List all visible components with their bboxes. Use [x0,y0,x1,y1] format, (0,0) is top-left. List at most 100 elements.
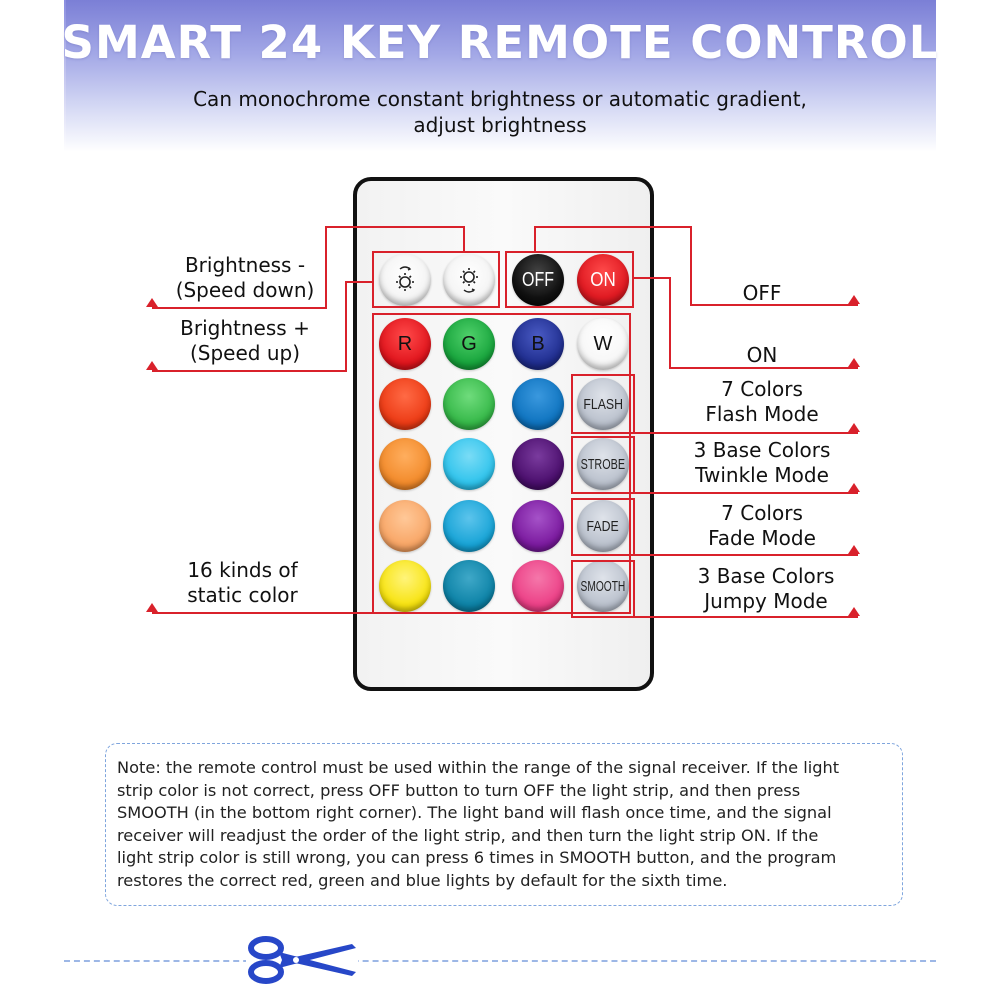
page-title: SMART 24 KEY REMOTE CONTROL [61,16,939,69]
note-line: restores the correct red, green and blue… [117,870,728,890]
subtitle-line: adjust brightness [413,113,587,137]
banner-edge [64,0,66,152]
brightness-box [372,251,500,308]
arrow-marker [146,603,158,612]
blue-button[interactable]: B [512,318,564,370]
label-line: Flash Mode [705,402,819,426]
label-line: static color [187,583,298,607]
brightness-down-button[interactable] [379,254,431,306]
note-line: strip color is not correct, press OFF bu… [117,780,801,800]
color-button[interactable] [379,378,431,430]
off-label: OFF [700,281,824,306]
color-button[interactable] [512,560,564,612]
leader-line [325,226,327,309]
brightness-down-label: Brightness - (Speed down) [160,253,330,303]
fade-button-label: FADE [586,517,620,535]
sun-arrow-up-icon [396,266,414,291]
color-button[interactable] [512,438,564,490]
arrow-marker [848,607,860,616]
leader-line [690,304,858,306]
leader-line [669,277,671,369]
green-button-label: G [461,332,477,355]
brightness-up-label: Brightness + (Speed up) [160,316,330,366]
white-button-label: W [593,332,613,355]
smooth-button-label: SMOOTH [580,577,626,595]
leader-line [669,367,858,369]
fade-button[interactable]: FADE [577,500,629,552]
color-button[interactable] [443,500,495,552]
color-button[interactable] [379,560,431,612]
color-button[interactable] [512,500,564,552]
leader-line [152,370,347,372]
leader-line [534,226,692,228]
flash-mode-label: 7 Colors Flash Mode [676,377,848,427]
fade-box [571,498,635,556]
cut-line [64,960,936,962]
on-button-label: ON [590,268,616,291]
leader-line [690,226,692,306]
flash-box [571,374,635,434]
note-line: light strip color is still wrong, you ca… [117,848,837,867]
leader-line [325,226,465,228]
strobe-mode-label: 3 Base Colors Twinkle Mode [676,438,848,488]
label-line: (Speed down) [175,278,315,302]
flash-button-label: FLASH [583,395,623,413]
arrow-marker [848,358,860,367]
label-line: (Speed up) [189,341,301,365]
smooth-button[interactable]: SMOOTH [577,560,629,612]
leader-line [634,432,858,434]
on-button[interactable]: ON [577,254,629,306]
note-line: receiver will readjust the order of the … [117,825,819,845]
label-line: 7 Colors [721,377,803,401]
label-line: 3 Base Colors [693,438,831,462]
label-line: OFF [742,281,782,305]
scissors-icon [246,936,358,984]
color-button[interactable] [512,378,564,430]
leader-line [634,616,858,618]
color-button[interactable] [379,500,431,552]
on-label: ON [700,343,824,368]
brightness-up-button[interactable] [443,254,495,306]
header-banner [64,0,936,152]
note-line: Note: the remote control must be used wi… [117,758,840,777]
off-button[interactable]: OFF [512,254,564,306]
arrow-marker [848,483,860,492]
color-button[interactable] [443,378,495,430]
label-line: 16 kinds of [187,558,298,582]
leader-line [345,281,373,283]
red-button-label: R [397,332,413,355]
green-button[interactable]: G [443,318,495,370]
color-button[interactable] [443,438,495,490]
label-line: Brightness - [184,253,306,277]
color-button[interactable] [443,560,495,612]
arrow-marker [848,545,860,554]
leader-line [152,307,327,309]
label-line: Twinkle Mode [695,463,829,487]
smooth-mode-label: 3 Base Colors Jumpy Mode [676,564,856,614]
sun-arrow-down-icon [460,268,478,293]
strobe-button[interactable]: STROBE [577,438,629,490]
white-button[interactable]: W [577,318,629,370]
red-button[interactable]: R [379,318,431,370]
note-line: SMOOTH (in the bottom right corner). The… [117,803,832,822]
leader-line [345,281,347,372]
leader-line [463,226,465,252]
strobe-button-label: STROBE [580,455,626,473]
leader-line [634,492,858,494]
smooth-box [571,560,635,618]
leader-line [152,612,374,614]
arrow-marker [848,295,860,304]
flash-button[interactable]: FLASH [577,378,629,430]
fade-mode-label: 7 Colors Fade Mode [676,501,848,551]
label-line: Jumpy Mode [704,589,828,613]
strobe-box [571,436,635,494]
note-text: Note: the remote control must be used wi… [117,757,907,892]
subtitle-line: Can monochrome constant brightness or au… [193,87,807,111]
off-button-label: OFF [522,268,554,291]
label-line: 7 Colors [721,501,803,525]
color-button[interactable] [379,438,431,490]
label-line: ON [746,343,778,367]
label-line: Brightness + [180,316,310,340]
static-color-box [372,313,631,614]
static-color-label: 16 kinds of static color [160,558,325,608]
